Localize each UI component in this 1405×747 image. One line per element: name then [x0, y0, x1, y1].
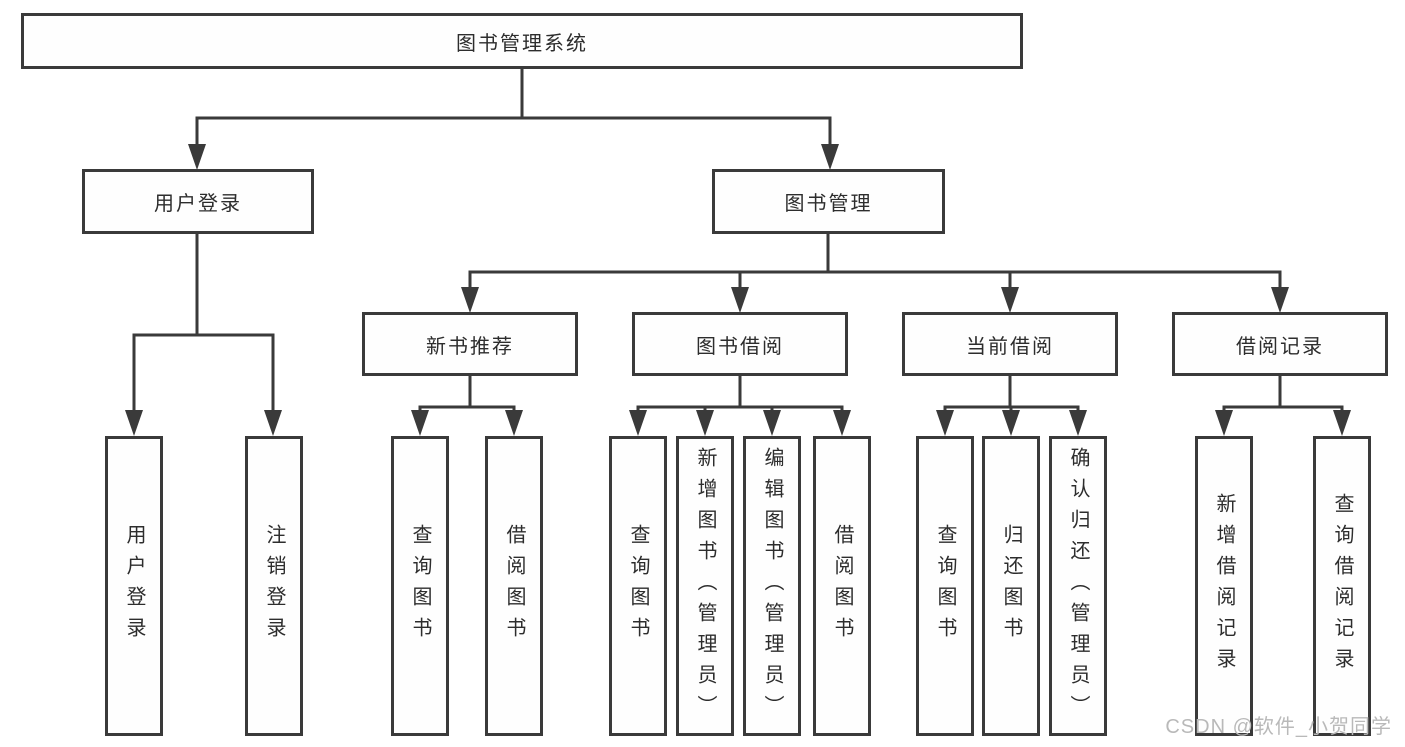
- node-label: 注销登录: [263, 524, 285, 648]
- node-book-borrowing: 图书借阅: [632, 312, 848, 376]
- node-br-add-record: 新增借阅记录: [1195, 436, 1253, 736]
- node-label: 图书借阅: [696, 335, 784, 358]
- node-new-book-recommend: 新书推荐: [362, 312, 578, 376]
- node-label: 新增借阅记录: [1213, 493, 1235, 679]
- node-label: 编辑图书（管理员）: [761, 446, 783, 726]
- node-bb-add-books-admin: 新增图书（管理员）: [676, 436, 734, 736]
- node-cb-confirm-return-admin: 确认归还（管理员）: [1049, 436, 1107, 736]
- node-bb-edit-books-admin: 编辑图书（管理员）: [743, 436, 801, 736]
- node-cb-query-books: 查询图书: [916, 436, 974, 736]
- node-label: 新书推荐: [426, 335, 514, 358]
- node-label: 当前借阅: [966, 335, 1054, 358]
- node-current-borrowing: 当前借阅: [902, 312, 1118, 376]
- node-nbr-query-books: 查询图书: [391, 436, 449, 736]
- node-label: 图书管理系统: [456, 32, 588, 55]
- node-label: 用户登录: [154, 193, 242, 215]
- node-user-login: 用户登录: [82, 169, 314, 234]
- csdn-watermark: CSDN @软件_小贺同学: [1165, 716, 1392, 738]
- node-book-management: 图书管理: [712, 169, 945, 234]
- node-leaf-logout: 注销登录: [245, 436, 303, 736]
- node-label: 借阅记录: [1236, 335, 1324, 358]
- node-label: 查询图书: [409, 524, 431, 648]
- node-bb-borrow-books: 借阅图书: [813, 436, 871, 736]
- node-label: 图书管理: [784, 193, 873, 215]
- node-label: 确认归还（管理员）: [1067, 446, 1089, 726]
- node-br-query-record: 查询借阅记录: [1313, 436, 1371, 736]
- node-label: 查询借阅记录: [1331, 493, 1353, 679]
- node-cb-return-books: 归还图书: [982, 436, 1040, 736]
- node-label: 用户登录: [123, 524, 145, 648]
- node-label: 查询图书: [934, 524, 956, 648]
- node-label: 归还图书: [1000, 524, 1022, 648]
- node-borrowing-records: 借阅记录: [1172, 312, 1388, 376]
- node-label: 新增图书（管理员）: [694, 446, 716, 726]
- node-label: 借阅图书: [503, 524, 525, 648]
- node-label: 查询图书: [627, 524, 649, 648]
- node-root-system: 图书管理系统: [21, 13, 1023, 69]
- node-leaf-user-login: 用户登录: [105, 436, 163, 736]
- node-label: 借阅图书: [831, 524, 853, 648]
- node-nbr-borrow-books: 借阅图书: [485, 436, 543, 736]
- node-bb-query-books: 查询图书: [609, 436, 667, 736]
